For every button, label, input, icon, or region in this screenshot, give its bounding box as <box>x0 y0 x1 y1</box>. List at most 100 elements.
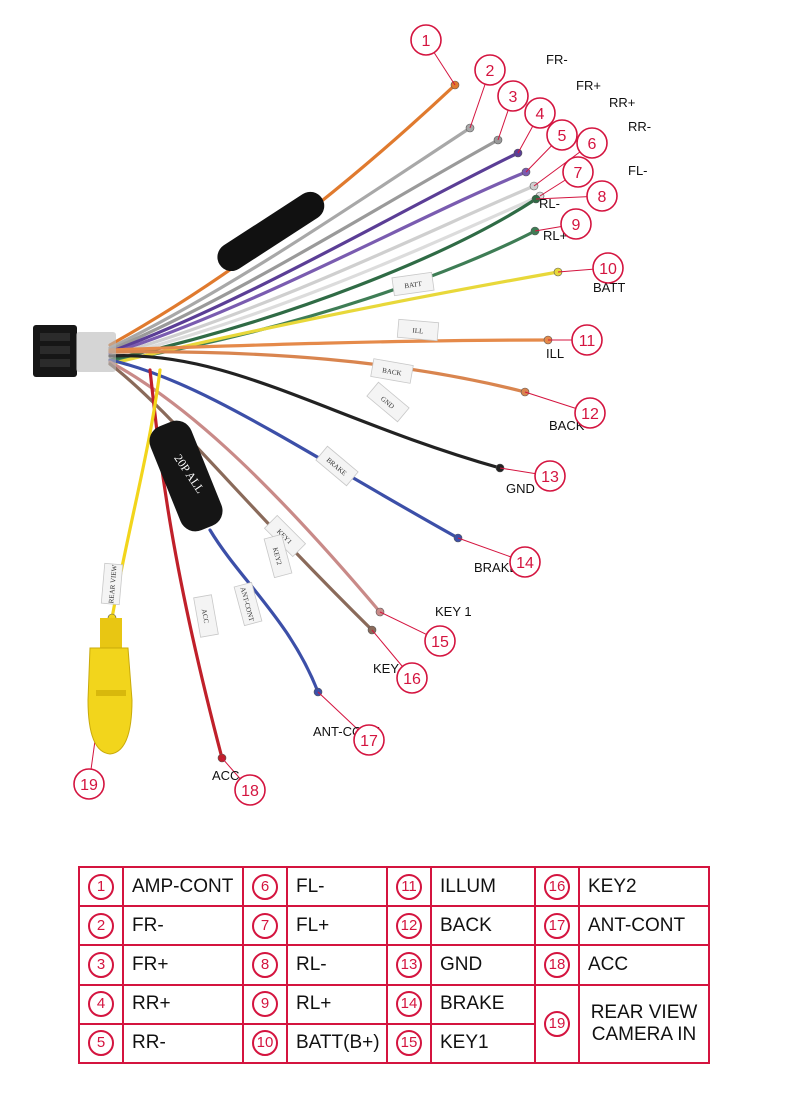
badge-9: 9 <box>560 208 592 240</box>
tag-gnd: GND <box>366 381 410 423</box>
legend-label-12: BACK <box>430 905 536 947</box>
badge-5: 5 <box>546 119 578 151</box>
badge-6: 6 <box>576 127 608 159</box>
badge-17: 17 <box>353 724 385 756</box>
rca-camera-plug <box>87 618 133 755</box>
wire-label-8: RL- <box>539 196 560 211</box>
legend-badge-11: 11 <box>396 873 422 900</box>
wire-label-5: RR- <box>628 119 651 134</box>
badge-number: 16 <box>403 671 421 688</box>
wire-12 <box>108 350 527 394</box>
badge-18: 18 <box>234 774 266 806</box>
legend-num-cell: 2 <box>78 905 124 947</box>
legend-label-19: REAR VIEW CAMERA IN <box>578 983 710 1065</box>
badge-10: 10 <box>592 252 624 284</box>
wire-label-4: RR+ <box>609 95 635 110</box>
legend-num-cell: 8 <box>242 944 288 986</box>
wiring-harness-diagram: 20P ALL BATTILLBACKGNDBRAKEKEY1KEY2ANT-C… <box>0 0 651 806</box>
badge-15: 15 <box>424 625 456 657</box>
legend-num-cell: 1 <box>78 865 124 908</box>
badge-number: 3 <box>509 89 518 106</box>
wire-label-6: FL- <box>628 163 648 178</box>
legend-badge-4: 4 <box>88 991 114 1018</box>
wire-7 <box>108 194 542 360</box>
legend-num-cell: 4 <box>78 983 124 1025</box>
badge-14: 14 <box>509 546 541 578</box>
legend-badge-19: 19 <box>544 1010 570 1037</box>
tag-ill: ILL <box>396 318 440 342</box>
wire-14 <box>108 358 460 540</box>
legend-label-1: AMP-CONT <box>122 865 244 908</box>
legend-badge-5: 5 <box>88 1030 114 1057</box>
badge-number: 10 <box>599 261 617 278</box>
svg-text:BATT: BATT <box>404 280 423 290</box>
legend-badge-17: 17 <box>544 912 570 939</box>
wires-layer <box>88 39 609 791</box>
legend-num-cell: 13 <box>386 944 432 986</box>
wire-label-10: BATT <box>593 280 625 295</box>
legend-badge-12: 12 <box>396 912 422 939</box>
parts-layer: 20P ALL <box>33 191 325 755</box>
badge-number: 5 <box>558 128 567 145</box>
legend-label-6: FL- <box>286 865 388 908</box>
legend-label-18: ACC <box>578 944 710 986</box>
wire-4 <box>108 151 520 354</box>
harness-connector <box>33 325 116 377</box>
badge-11: 11 <box>571 324 603 356</box>
legend-num-cell: 6 <box>242 865 288 908</box>
badge-number: 6 <box>588 136 597 153</box>
legend-label-10: BATT(B+) <box>286 1022 388 1065</box>
legend-num-cell: 19 <box>534 983 580 1065</box>
legend-label-11: ILLUM <box>430 865 536 908</box>
badge-4: 4 <box>524 97 556 129</box>
wire-16 <box>108 362 374 632</box>
badge-13: 13 <box>534 460 566 492</box>
badge-number: 15 <box>431 634 449 651</box>
legend-num-cell: 5 <box>78 1022 124 1065</box>
badge-number: 2 <box>486 63 495 80</box>
badge-number: 12 <box>581 406 599 423</box>
wire-label-14: BRAKE <box>474 560 518 575</box>
legend-label-2: FR- <box>122 905 244 947</box>
legend-label-5: RR- <box>122 1022 244 1065</box>
wire-6 <box>108 184 536 358</box>
badge-number: 9 <box>572 217 581 234</box>
legend-badge-13: 13 <box>396 951 422 978</box>
legend-badge-1: 1 <box>88 873 114 900</box>
legend-num-cell: 11 <box>386 865 432 908</box>
wire-label-3: FR+ <box>576 78 601 93</box>
wire-8 <box>108 197 538 362</box>
wire-label-2: FR- <box>546 52 568 67</box>
tag-acc: ACC <box>193 594 219 638</box>
legend-label-7: FL+ <box>286 905 388 947</box>
wire-label-9: RL+ <box>543 228 567 243</box>
legend-badge-15: 15 <box>396 1030 422 1057</box>
legend-label-4: RR+ <box>122 983 244 1025</box>
legend-label-13: GND <box>430 944 536 986</box>
wire-17 <box>208 528 320 694</box>
badge-number: 4 <box>536 106 545 123</box>
badge-16: 16 <box>396 662 428 694</box>
tag-brake: BRAKE <box>315 445 359 487</box>
wire-label-13: GND <box>506 481 535 496</box>
badge-number: 17 <box>360 733 378 750</box>
badge-7: 7 <box>562 156 594 188</box>
badge-8: 8 <box>586 180 618 212</box>
legend-label-3: FR+ <box>122 944 244 986</box>
wire-11 <box>108 338 550 352</box>
legend-num-cell: 17 <box>534 905 580 947</box>
wire-5 <box>108 170 528 356</box>
legend-num-cell: 3 <box>78 944 124 986</box>
legend-badge-8: 8 <box>252 951 278 978</box>
badge-number: 11 <box>579 333 596 350</box>
svg-text:REAR VIEW: REAR VIEW <box>107 564 118 604</box>
badge-19: 19 <box>73 768 105 800</box>
legend-badge-14: 14 <box>396 991 422 1018</box>
wire-label-11: ILL <box>546 346 564 361</box>
tag-key2: KEY2 <box>263 533 293 579</box>
legend-num-cell: 7 <box>242 905 288 947</box>
legend-label-14: BRAKE <box>430 983 536 1025</box>
